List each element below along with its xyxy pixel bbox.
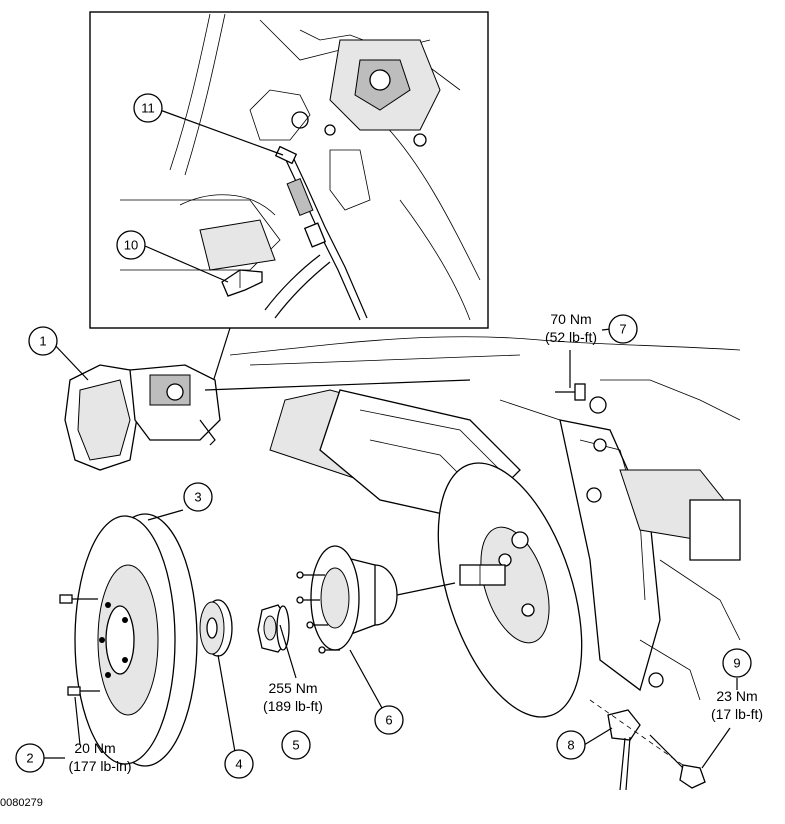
rear-subframe bbox=[229, 336, 741, 701]
callout-6-label: 6 bbox=[385, 713, 392, 728]
callout-9: 9 bbox=[722, 648, 752, 678]
callout-5-label: 5 bbox=[292, 738, 299, 753]
callout-7: 7 bbox=[608, 314, 638, 344]
knuckle-backing-plate bbox=[437, 462, 583, 718]
callout-5: 5 bbox=[281, 730, 311, 760]
wheel-hub-bearing bbox=[296, 545, 456, 654]
disc-retaining-screws bbox=[59, 594, 100, 746]
callout-6: 6 bbox=[374, 705, 404, 735]
torque-item-9-metric: 23 Nm bbox=[716, 688, 757, 704]
inset-detail-view bbox=[89, 11, 489, 329]
torque-item-7-imperial: (52 lb-ft) bbox=[545, 329, 597, 345]
hub-nut bbox=[257, 604, 290, 653]
hub-spacer bbox=[199, 599, 233, 657]
abs-sensor-bolt bbox=[649, 734, 706, 789]
callout-8: 8 bbox=[556, 730, 586, 760]
callout-1: 1 bbox=[28, 326, 58, 356]
callout-2-label: 2 bbox=[26, 751, 33, 766]
callout-8-label: 8 bbox=[567, 738, 574, 753]
callout-3-label: 3 bbox=[194, 490, 201, 505]
torque-item-2-metric: 20 Nm bbox=[74, 740, 115, 756]
callout-1-label: 1 bbox=[39, 334, 46, 349]
callout-2: 2 bbox=[15, 743, 45, 773]
inset-leader-line bbox=[212, 327, 231, 383]
brake-caliper bbox=[64, 364, 471, 471]
callout-4-label: 4 bbox=[235, 757, 242, 772]
abs-sensor bbox=[589, 699, 691, 791]
callout-3: 3 bbox=[183, 482, 213, 512]
torque-item-7-metric: 70 Nm bbox=[550, 311, 591, 327]
callout-7-label: 7 bbox=[619, 322, 626, 337]
figure-id: 0080279 bbox=[0, 797, 43, 809]
callout-4: 4 bbox=[224, 749, 254, 779]
torque-item-5-metric: 255 Nm bbox=[268, 680, 317, 696]
callout-10-label: 10 bbox=[124, 238, 138, 253]
torque-item-2-imperial: (177 lb-in) bbox=[68, 758, 131, 774]
brake-disc bbox=[74, 513, 198, 767]
callout-11-label: 11 bbox=[141, 101, 155, 116]
torque-item-9-imperial: (17 lb-ft) bbox=[711, 706, 763, 722]
callout-9-label: 9 bbox=[733, 656, 740, 671]
callout-10: 10 bbox=[116, 230, 146, 260]
callout-11: 11 bbox=[133, 93, 163, 123]
torque-item-5-imperial: (189 lb-ft) bbox=[263, 698, 323, 714]
